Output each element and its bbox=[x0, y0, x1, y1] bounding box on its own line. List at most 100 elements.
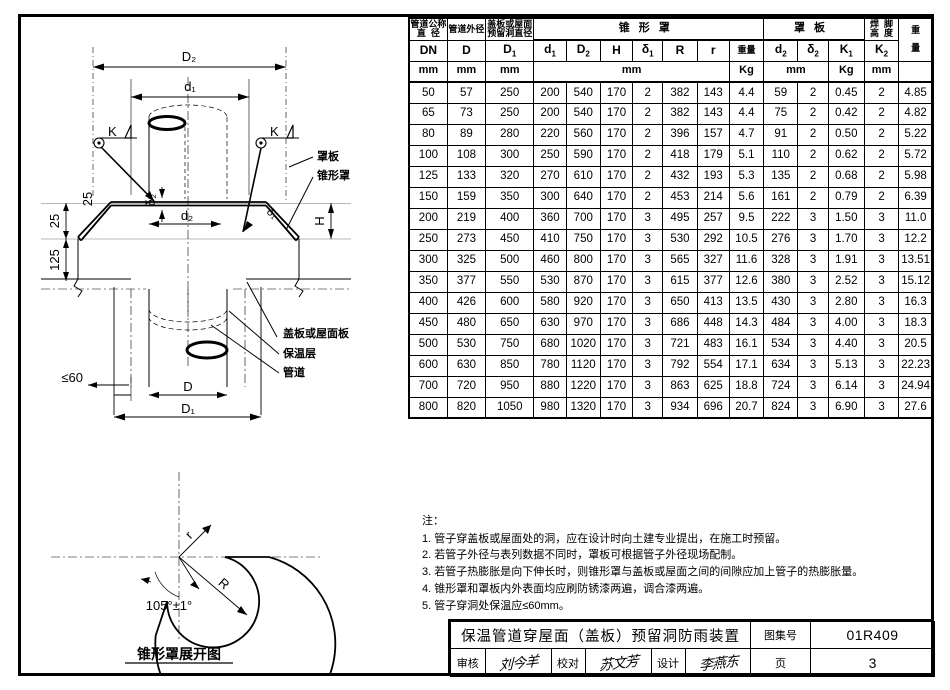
table-cell: 450 bbox=[407, 312, 448, 335]
header-total-weight: 重量 bbox=[898, 17, 935, 62]
table-cell: 750 bbox=[485, 333, 535, 356]
table-cell: 1320 bbox=[565, 396, 601, 419]
table-cell: 24.94 bbox=[898, 375, 935, 398]
table-cell: 2 bbox=[797, 186, 829, 209]
table-cell: 1050 bbox=[485, 396, 535, 419]
symbol-delta1: δ1 bbox=[632, 39, 664, 62]
table-cell: 350 bbox=[485, 186, 535, 209]
dimension-D: D bbox=[149, 379, 227, 399]
table-cell: 650 bbox=[662, 291, 698, 314]
table-cell: 530 bbox=[446, 333, 487, 356]
signature-table: 审核 刘今羊 校对 苏文芳 设计 李燕东 bbox=[451, 649, 751, 676]
table-cell: 5.13 bbox=[827, 354, 865, 377]
table-cell: 73 bbox=[446, 102, 487, 125]
development-caption: 锥形罩展开图 bbox=[137, 646, 221, 662]
table-cell: 193 bbox=[696, 165, 730, 188]
table-cell: 3 bbox=[632, 354, 664, 377]
dimension-angle: 105°±1° bbox=[140, 556, 200, 613]
title-block-table: 保温管道穿屋面（盖板）预留洞防雨装置 图集号 01R409 审核 刘今羊 校对 … bbox=[450, 621, 935, 677]
table-cell: 1220 bbox=[565, 375, 601, 398]
symbol-delta2: δ2 bbox=[797, 39, 829, 62]
table-cell: 400 bbox=[485, 207, 535, 230]
table-cell: 4.00 bbox=[827, 312, 865, 335]
table-cell: 179 bbox=[696, 144, 730, 167]
table-cell: 484 bbox=[763, 312, 799, 335]
table-cell: 250 bbox=[485, 102, 535, 125]
table-cell: 150 bbox=[407, 186, 448, 209]
table-cell: 170 bbox=[599, 312, 634, 335]
table-cell: 0.68 bbox=[827, 165, 865, 188]
dim-label-D: D bbox=[183, 379, 192, 394]
table-cell: 170 bbox=[599, 144, 634, 167]
table-cell: 2 bbox=[863, 144, 900, 167]
table-cell: 9.5 bbox=[728, 207, 765, 230]
header-hole-dia: 盖板或屋面预留洞直径 bbox=[485, 17, 535, 41]
design-signature-ink: 李燕东 bbox=[698, 653, 738, 674]
table-cell: 3 bbox=[632, 312, 664, 335]
notes-list: 1. 管子穿盖板或屋面处的洞，应在设计时向土建专业提出，在施工时预留。2. 若管… bbox=[422, 531, 932, 615]
weld-symbol-right: K bbox=[242, 124, 299, 233]
table-cell: 3 bbox=[863, 291, 900, 314]
table-cell: 350 bbox=[407, 270, 448, 293]
label-cone-hood: 锥形罩 bbox=[317, 168, 350, 182]
table-cell: 3 bbox=[797, 396, 829, 419]
table-cell: 170 bbox=[599, 102, 634, 125]
table-cell: 3 bbox=[863, 333, 900, 356]
table-cell: 2 bbox=[863, 123, 900, 146]
table-cell: 5.22 bbox=[898, 123, 935, 146]
table-cell: 327 bbox=[696, 249, 730, 272]
table-cell: 610 bbox=[565, 165, 601, 188]
symbol-K2: K2 bbox=[863, 39, 900, 62]
label-pipe: 管道 bbox=[283, 365, 305, 379]
table-cell: 600 bbox=[485, 291, 535, 314]
table-cell: 630 bbox=[446, 354, 487, 377]
dimension-25-left: 25 bbox=[47, 203, 69, 239]
table-cell: 396 bbox=[662, 123, 698, 146]
table-unit-row: mm mm mm mm Kg mm Kg mm bbox=[407, 60, 935, 83]
cone-development-view: r R 105°±1° 锥形罩展开图 bbox=[51, 472, 337, 673]
symbol-D1: D1 bbox=[485, 39, 535, 62]
table-cell: 3 bbox=[632, 207, 664, 230]
table-cell: 91 bbox=[763, 123, 799, 146]
table-cell: 0.42 bbox=[827, 102, 865, 125]
table-cell: 250 bbox=[485, 81, 535, 104]
table-cell: 14.3 bbox=[728, 312, 765, 335]
design-label: 设计 bbox=[651, 649, 686, 676]
unit-cone-weight: Kg bbox=[728, 60, 765, 83]
symbol-dn: DN bbox=[407, 39, 448, 62]
table-cell: 4.85 bbox=[898, 81, 935, 104]
insulation-ellipse-lower bbox=[185, 340, 229, 360]
table-cell: 824 bbox=[763, 396, 799, 419]
table-cell: 380 bbox=[763, 270, 799, 293]
table-cell: 530 bbox=[533, 270, 567, 293]
table-cell: 3 bbox=[797, 333, 829, 356]
atlas-number-label: 图集号 bbox=[750, 621, 811, 649]
table-cell: 413 bbox=[696, 291, 730, 314]
leader-cone-hood: 锥形罩 bbox=[285, 168, 350, 231]
table-cell: 580 bbox=[533, 291, 567, 314]
table-cell: 360 bbox=[533, 207, 567, 230]
table-cell: 16.1 bbox=[728, 333, 765, 356]
table-cell: 432 bbox=[662, 165, 698, 188]
table-cell: 2 bbox=[797, 123, 829, 146]
table-cell: 170 bbox=[599, 81, 634, 104]
table-cell: 4.4 bbox=[728, 102, 765, 125]
dim-label-delta2: δ₂ bbox=[143, 194, 158, 206]
table-cell: 3 bbox=[632, 396, 664, 419]
page-number: 3 bbox=[810, 648, 935, 677]
table-cell: 159 bbox=[446, 186, 487, 209]
table-cell: 3 bbox=[632, 228, 664, 251]
table-cell: 3 bbox=[632, 375, 664, 398]
header-group-cone: 锥形罩 bbox=[533, 17, 765, 40]
table-cell: 300 bbox=[485, 144, 535, 167]
table-cell: 12.6 bbox=[728, 270, 765, 293]
symbol-R: R bbox=[662, 39, 698, 62]
table-cell: 161 bbox=[763, 186, 799, 209]
table-cell: 625 bbox=[696, 375, 730, 398]
table-cell: 686 bbox=[662, 312, 698, 335]
title-block: 保温管道穿屋面（盖板）预留洞防雨装置 图集号 01R409 审核 刘今羊 校对 … bbox=[448, 619, 935, 677]
table-cell: 27.6 bbox=[898, 396, 935, 419]
